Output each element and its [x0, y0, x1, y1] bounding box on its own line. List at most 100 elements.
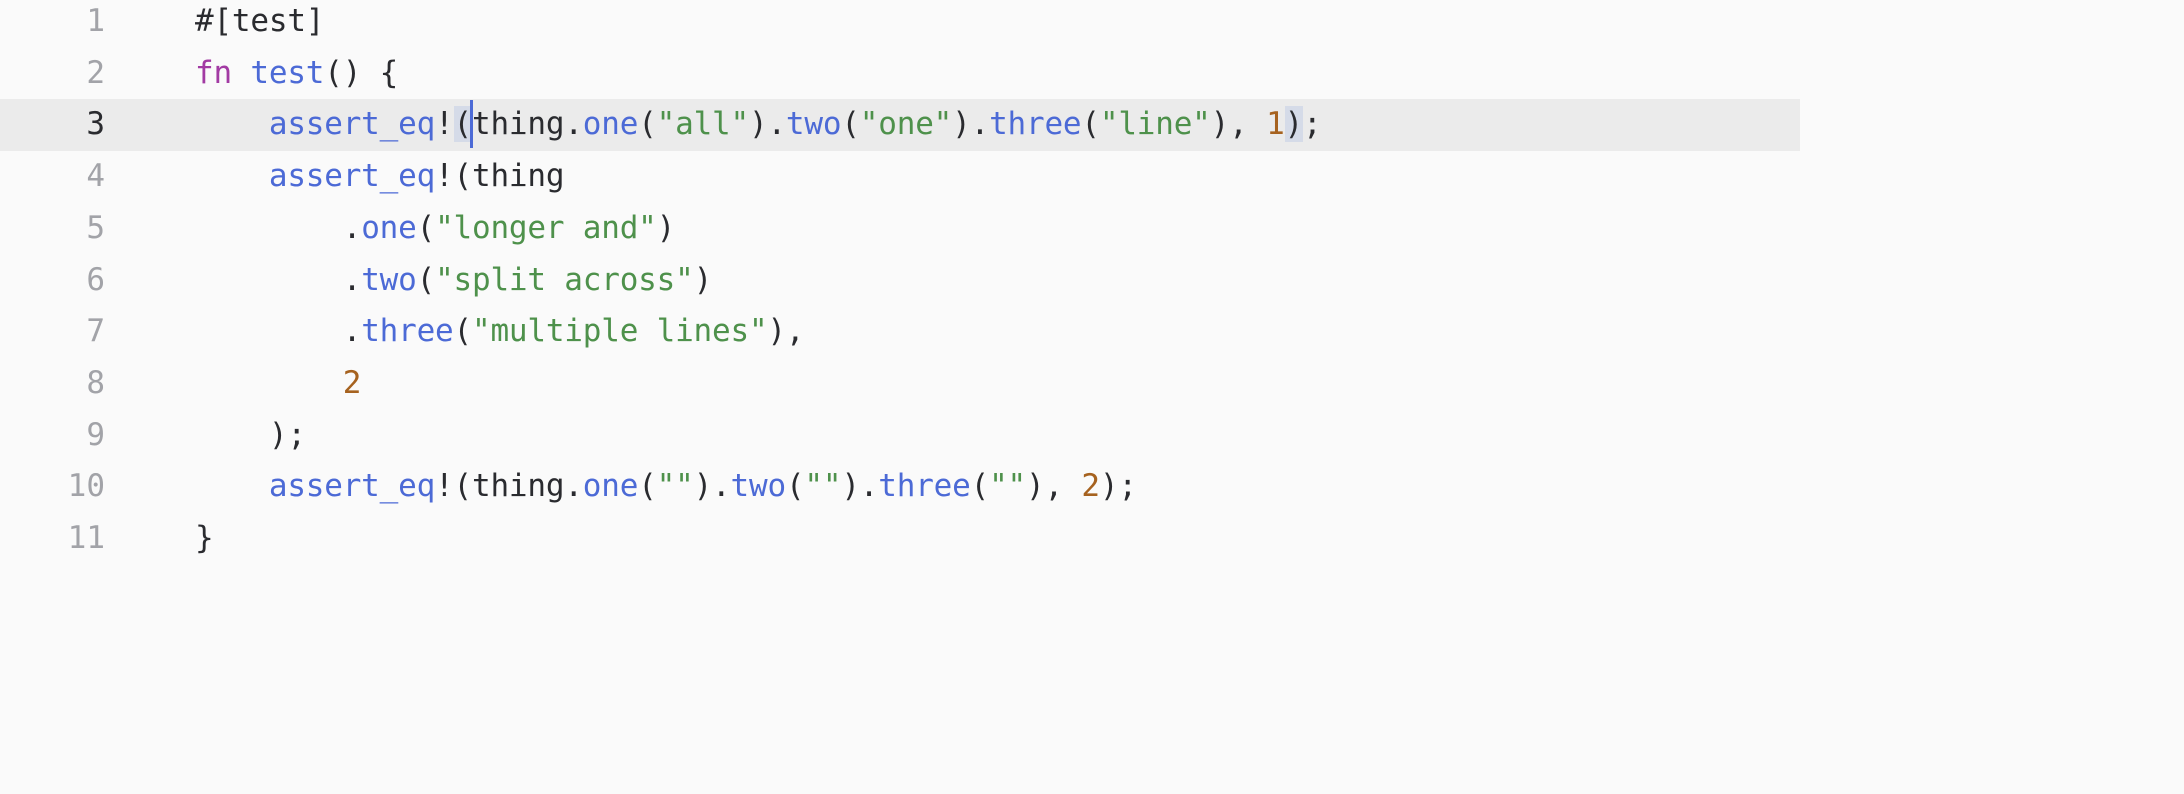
token-ident: thing	[471, 468, 565, 505]
code-text[interactable]: .two("split across")	[195, 255, 713, 307]
token-punct: ),	[1210, 106, 1267, 143]
text-cursor	[470, 99, 474, 148]
token-method: three	[989, 106, 1082, 143]
line-number: 1	[86, 3, 105, 39]
token-punct: (	[638, 468, 657, 505]
matching-bracket: )	[1284, 106, 1303, 143]
line-number: 10	[67, 468, 105, 505]
code-text[interactable]: fn test() {	[195, 48, 398, 100]
token-punct: (	[416, 261, 436, 298]
token-punct: );	[1099, 468, 1137, 505]
token-punct: }	[195, 520, 214, 556]
token-string: "all"	[656, 106, 750, 143]
code-line[interactable]: 2 fn test() {	[0, 48, 1800, 100]
token-number: 2	[1081, 468, 1100, 505]
code-line[interactable]: 6 .two("split across")	[0, 255, 1800, 307]
code-line[interactable]: 4 assert_eq!(thing	[0, 151, 1800, 203]
active-code-line[interactable]: 3 assert_eq!(thing.one("all").two("one")…	[0, 99, 1800, 152]
token-number: 2	[342, 364, 362, 401]
token-macro: assert_eq	[268, 106, 436, 143]
token-punct: ).	[748, 106, 786, 143]
code-text[interactable]: assert_eq!(thing	[195, 151, 565, 203]
token-string: "one"	[859, 106, 953, 143]
token-fn: test	[250, 54, 325, 91]
token-punct: !(	[435, 158, 472, 195]
token-string: ""	[656, 468, 694, 505]
token-punct: ;	[1303, 106, 1322, 143]
token-attr: #[test]	[195, 3, 325, 39]
token-punct	[195, 158, 269, 194]
token-punct: ).	[952, 106, 990, 143]
token-ident: thing	[471, 158, 565, 195]
token-punct: () {	[324, 54, 399, 91]
matching-bracket: (	[453, 106, 472, 143]
token-string: ""	[804, 468, 842, 505]
code-line[interactable]: 8 2	[0, 358, 1800, 410]
token-punct: ).	[693, 468, 731, 505]
line-number: 6	[86, 261, 105, 298]
token-punct: (	[638, 106, 657, 143]
code-text[interactable]: .three("multiple lines"),	[195, 306, 805, 358]
token-punct: (	[453, 313, 473, 350]
code-line[interactable]: 9 );	[0, 410, 1800, 462]
code-text[interactable]: );	[195, 410, 306, 462]
token-method: one	[582, 106, 639, 143]
token-method: one	[582, 468, 639, 505]
token-punct: (	[841, 106, 860, 143]
code-line[interactable]: 7 .three("multiple lines"),	[0, 306, 1800, 358]
token-method: two	[730, 468, 787, 505]
code-line[interactable]: 5 .one("longer and")	[0, 203, 1800, 255]
code-line[interactable]: 1 #[test]	[0, 0, 1800, 48]
token-punct: .	[195, 313, 362, 350]
token-keyword: fn	[195, 54, 232, 91]
token-punct: );	[195, 416, 306, 453]
token-punct: (	[1081, 106, 1100, 143]
line-number: 3	[86, 106, 105, 143]
token-string: "longer and"	[435, 209, 657, 246]
code-text[interactable]: assert_eq!(thing.one("all").two("one").t…	[195, 99, 1322, 151]
token-method: one	[361, 209, 417, 246]
token-punct: .	[195, 261, 362, 298]
token-string: "line"	[1099, 106, 1211, 143]
token-punct: .	[564, 106, 583, 143]
line-number: 11	[67, 520, 105, 556]
line-number: 7	[86, 313, 105, 350]
token-number: 1	[1266, 106, 1285, 143]
token-punct: !(	[435, 468, 472, 505]
token-punct	[195, 468, 269, 504]
token-punct: !	[435, 106, 454, 143]
token-method: three	[361, 313, 454, 350]
code-text[interactable]: #[test]	[195, 0, 324, 48]
token-punct: .	[564, 468, 583, 505]
code-text[interactable]: }	[195, 513, 214, 565]
token-string: "split across"	[435, 261, 694, 298]
token-punct: ).	[841, 468, 879, 505]
token-macro: assert_eq	[268, 158, 436, 195]
line-number: 2	[86, 54, 105, 91]
token-punct: ),	[1026, 468, 1082, 505]
token-method: three	[878, 468, 971, 505]
code-text[interactable]: .one("longer and")	[195, 203, 676, 255]
line-number: 4	[86, 158, 105, 195]
token-punct: )	[693, 261, 713, 298]
token-method: two	[785, 106, 842, 143]
code-text[interactable]: 2	[195, 358, 362, 410]
token-macro: assert_eq	[268, 468, 436, 505]
token-punct	[195, 106, 269, 142]
line-number: 5	[86, 209, 105, 246]
code-text[interactable]: assert_eq!(thing.one("").two("").three("…	[195, 461, 1137, 513]
token-punct: (	[785, 468, 805, 505]
code-line[interactable]: 10 assert_eq!(thing.one("").two("").thre…	[0, 461, 1800, 513]
token-punct: (	[416, 209, 436, 246]
line-number: 8	[86, 364, 105, 401]
token-punct: )	[656, 209, 676, 246]
token-string: ""	[989, 468, 1027, 505]
token-punct: (	[970, 468, 990, 505]
token-string: "multiple lines"	[471, 313, 768, 350]
token-punct: .	[195, 209, 362, 246]
token-method: two	[361, 261, 417, 298]
token-punct	[232, 55, 250, 91]
token-punct	[195, 365, 343, 401]
code-line[interactable]: 11}	[0, 513, 1800, 565]
